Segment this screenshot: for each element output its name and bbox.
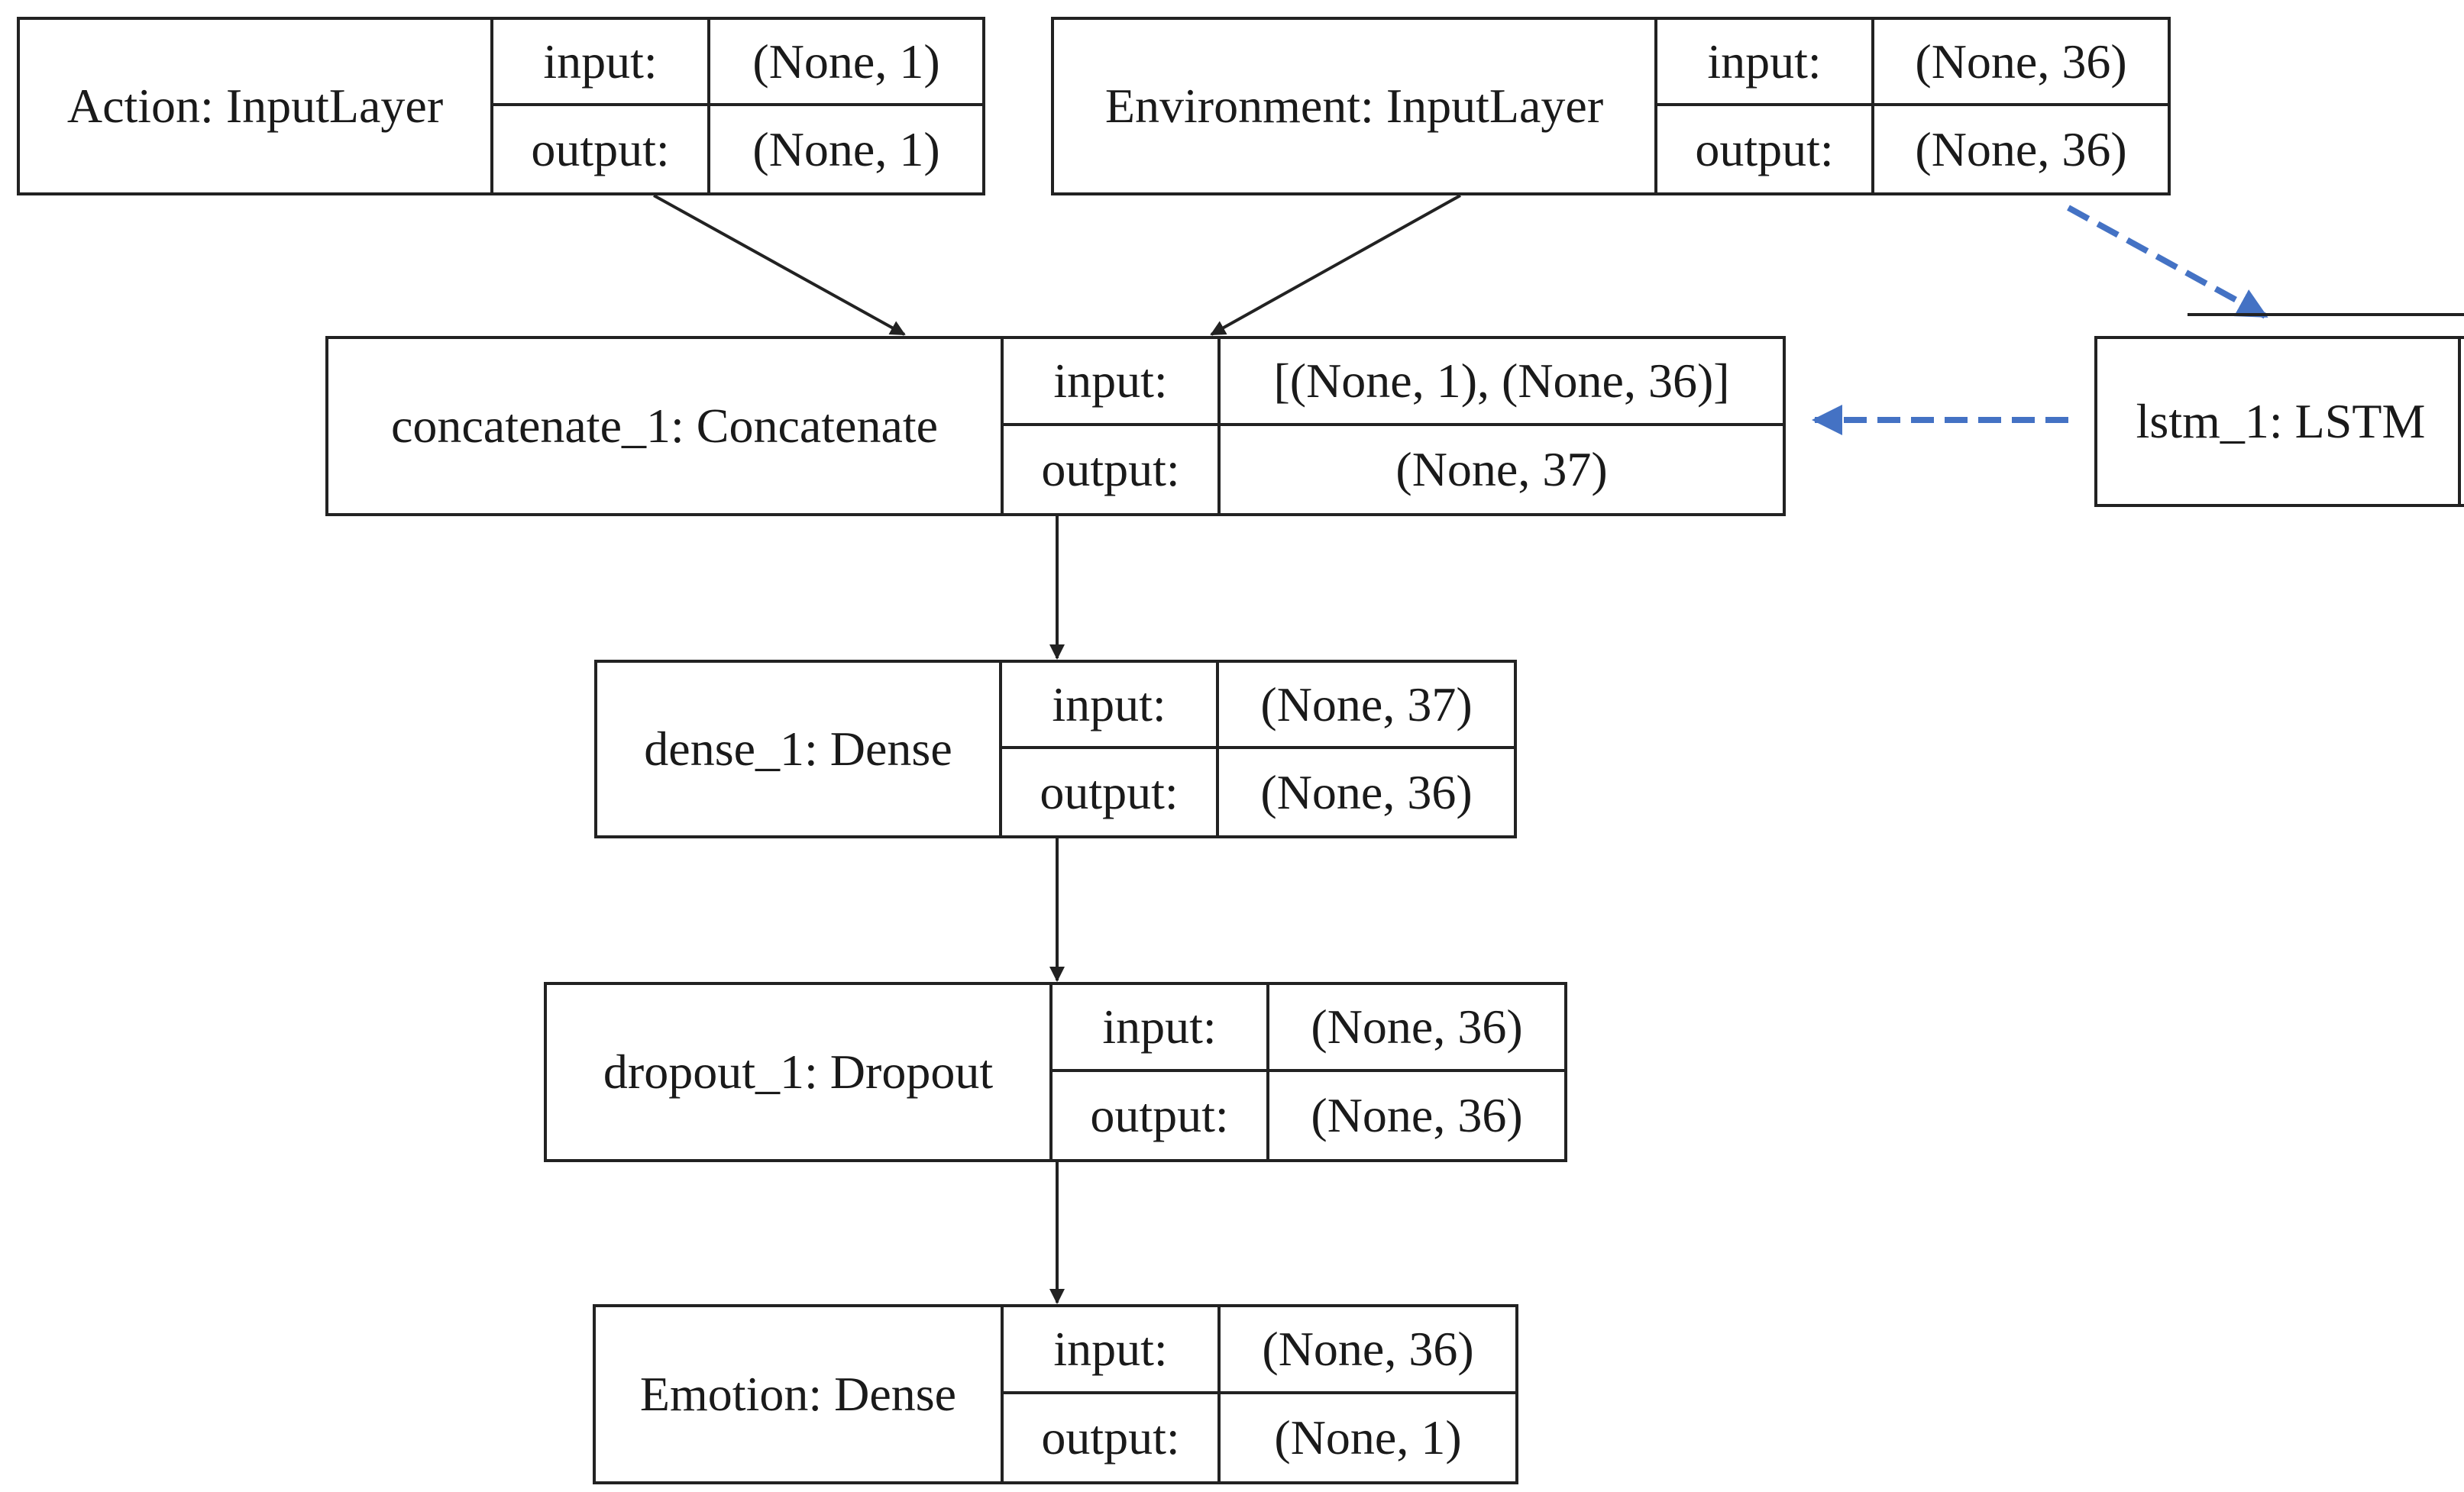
node-emotion: Emotion: Dense input: (None, 36) output:… (593, 1304, 1518, 1484)
node-dense-name: dense_1: Dense (597, 663, 1002, 835)
node-action-output-label: output: (493, 106, 710, 192)
node-dropout-output-value: (None, 36) (1311, 1088, 1523, 1142)
edge-environment-to-lstm (2067, 205, 2268, 319)
node-dense: dense_1: Dense input: (None, 37) output:… (594, 660, 1517, 838)
edge-action-to-concatenate (653, 194, 906, 336)
node-concatenate-input-value: [(None, 1), (None, 36)] (1221, 339, 1783, 426)
node-environment-input-value: (None, 36) (1874, 20, 2168, 106)
node-dropout-input-value: (None, 36) (1269, 985, 1564, 1072)
node-action-input-value: (None, 1) (710, 20, 982, 106)
node-concatenate: concatenate_1: Concatenate input: [(None… (325, 336, 1786, 516)
node-lstm-top-border-stub (2188, 313, 2464, 316)
node-emotion-name: Emotion: Dense (596, 1307, 1004, 1481)
node-environment: Environment: InputLayer input: (None, 36… (1051, 17, 2171, 195)
node-emotion-output-value: (None, 1) (1274, 1410, 1462, 1465)
node-dropout-name: dropout_1: Dropout (547, 985, 1053, 1159)
node-dense-output-label: output: (1002, 749, 1219, 835)
node-environment-output-value: (None, 36) (1915, 121, 2127, 176)
node-emotion-output-label: output: (1004, 1394, 1221, 1481)
node-dense-input-label: input: (1002, 663, 1219, 749)
node-lstm-name: lstm_1: LSTM (2136, 394, 2426, 448)
node-dropout: dropout_1: Dropout input: (None, 36) out… (544, 982, 1567, 1162)
node-action: Action: InputLayer input: (None, 1) outp… (17, 17, 985, 195)
node-lstm: lstm_1: LSTM (2094, 336, 2464, 507)
node-lstm-right-divider (2458, 336, 2461, 507)
node-emotion-input-label: input: (1004, 1307, 1221, 1394)
node-concatenate-input-label: input: (1004, 339, 1221, 426)
node-dropout-output-label: output: (1053, 1072, 1269, 1159)
node-environment-output-label: output: (1657, 106, 1874, 192)
node-environment-name: Environment: InputLayer (1054, 20, 1657, 192)
node-concatenate-output-value: (None, 37) (1395, 442, 1608, 496)
node-action-name: Action: InputLayer (20, 20, 493, 192)
edge-environment-to-concatenate (1210, 194, 1461, 336)
node-concatenate-name: concatenate_1: Concatenate (328, 339, 1004, 513)
node-concatenate-output-label: output: (1004, 426, 1221, 513)
node-action-output-value: (None, 1) (752, 121, 940, 176)
node-dropout-input-label: input: (1053, 985, 1269, 1072)
node-emotion-input-value: (None, 36) (1221, 1307, 1515, 1394)
node-action-input-label: input: (493, 20, 710, 106)
node-dense-output-value: (None, 36) (1260, 764, 1473, 819)
node-dense-input-value: (None, 37) (1219, 663, 1514, 749)
node-environment-input-label: input: (1657, 20, 1874, 106)
